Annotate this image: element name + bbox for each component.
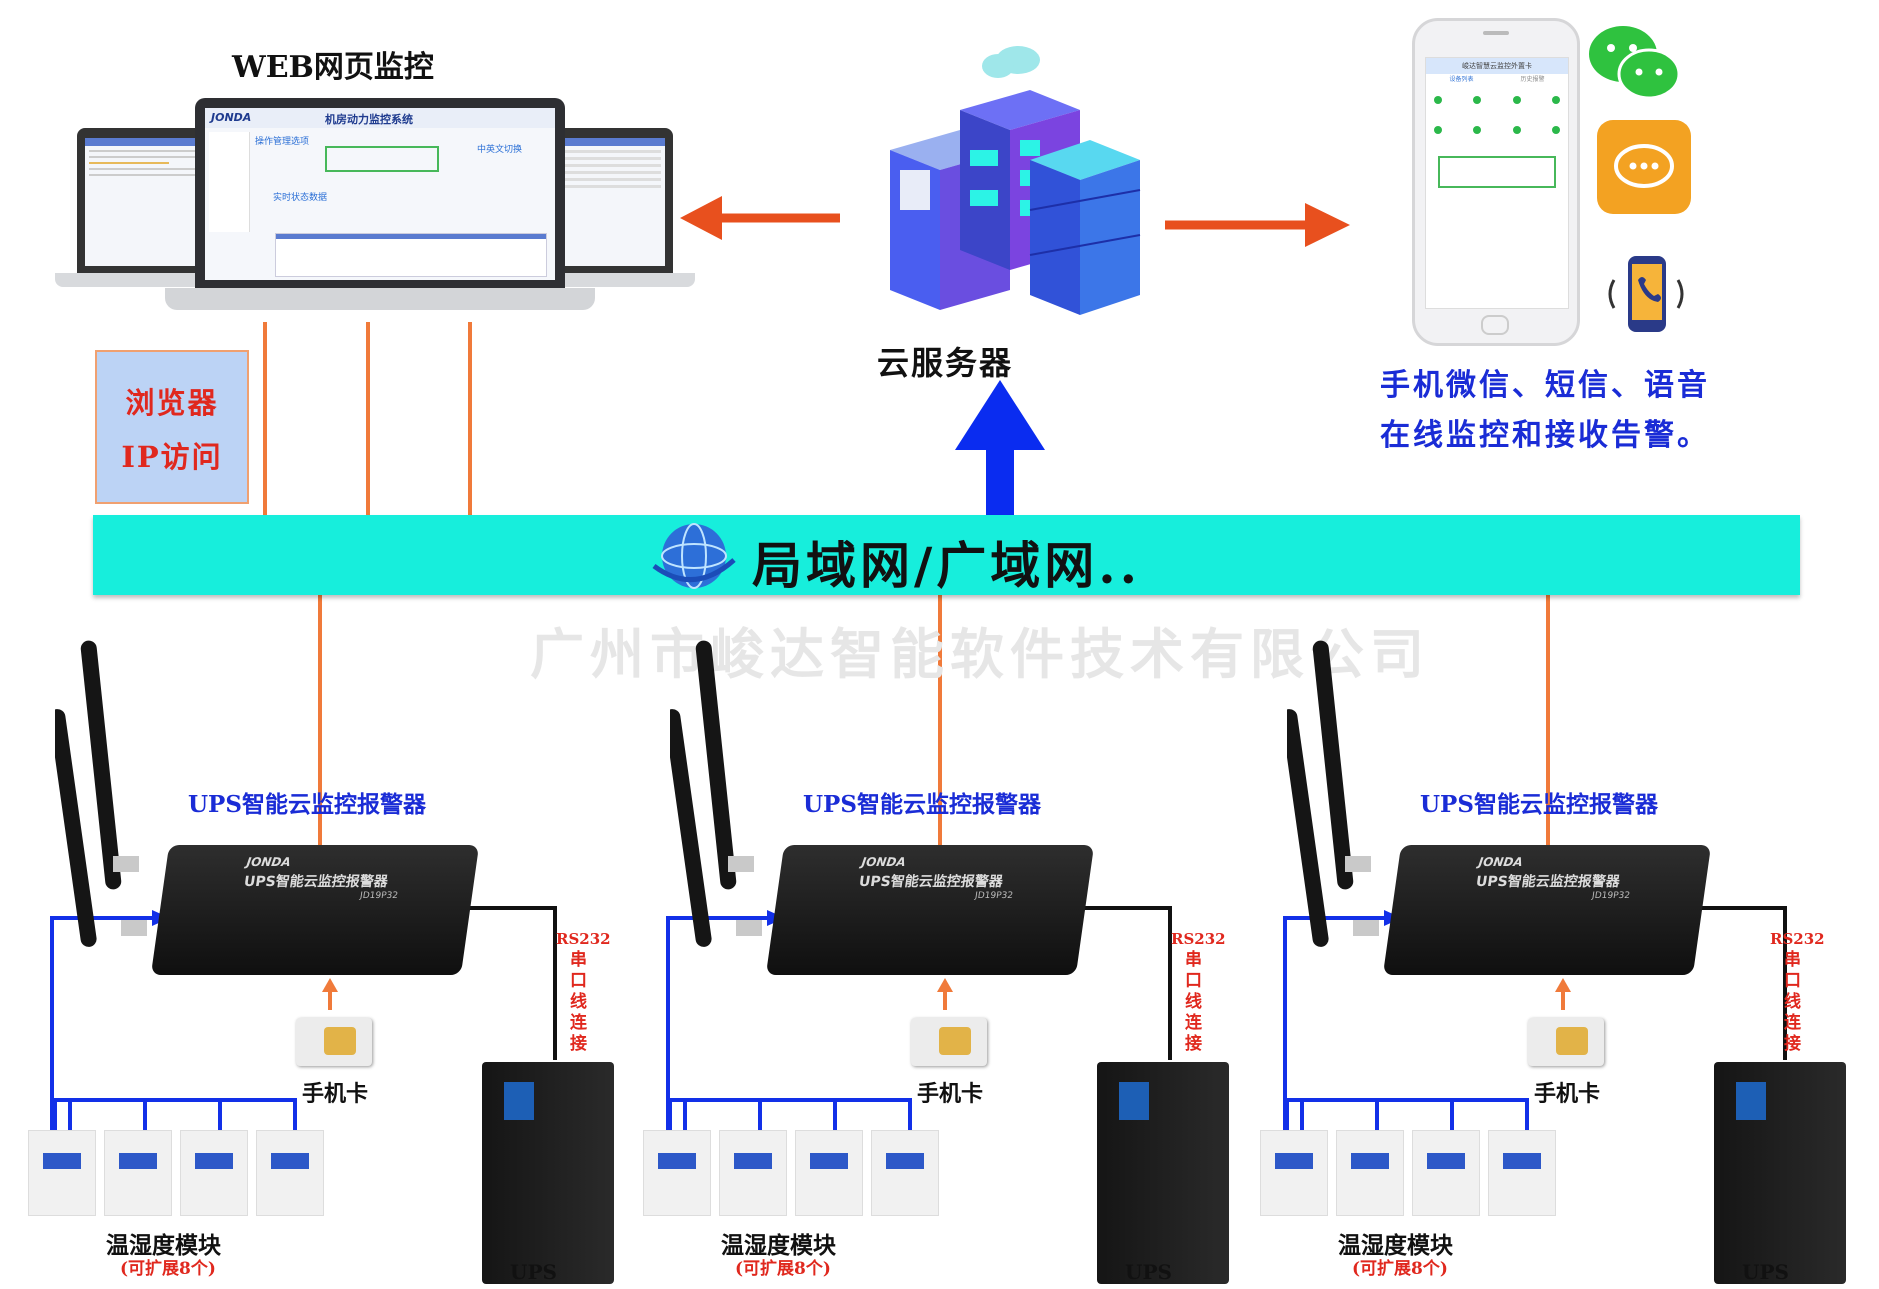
watermark: 广州市峻达智能软件技术有限公司 <box>530 622 1430 686</box>
sensor-module <box>1260 1130 1328 1216</box>
sensor-module <box>871 1130 939 1216</box>
phone-app-title: 峻达智慧云监控外置卡 <box>1426 58 1568 74</box>
screen-brand: JONDA <box>211 111 252 124</box>
rs232-serial-label: 串口线连接 <box>1185 950 1202 1054</box>
sensor-modules <box>1260 1130 1560 1216</box>
mobile-line1: 手机微信、短信、语音 <box>1380 368 1710 403</box>
unit-3: UPS智能云监控报警器 JONDA UPS智能云监控报警器 JD19P32 RS… <box>1232 630 1852 1289</box>
network-bar <box>93 515 1800 595</box>
phone-screen: 峻达智慧云监控外置卡 设备列表 历史报警 <box>1425 57 1569 309</box>
unit-2: UPS智能云监控报警器 JONDA UPS智能云监控报警器 JD19P32 RS… <box>615 630 1235 1289</box>
rs232-serial-label: 串口线连接 <box>1784 950 1801 1054</box>
sim-label: 手机卡 <box>302 1081 369 1107</box>
note-realtime: 实时状态数据 <box>273 193 328 203</box>
voice-call-icon <box>1608 256 1684 332</box>
sim-card-icon <box>296 1018 372 1066</box>
sensor-module <box>180 1130 248 1216</box>
unit-wiring-2 <box>666 906 1172 1130</box>
phone: 峻达智慧云监控外置卡 设备列表 历史报警 <box>1412 18 1580 346</box>
sensor-module <box>28 1130 96 1216</box>
sim-label: 手机卡 <box>1534 1081 1601 1107</box>
device-brand: JONDA <box>245 855 292 869</box>
phone-tab-history[interactable]: 历史报警 <box>1520 76 1545 83</box>
sensor-label: 温湿度模块 <box>721 1232 836 1259</box>
web-monitor-title: WEB网页监控 <box>232 50 434 85</box>
mobile-line2: 在线监控和接收告警。 <box>1380 418 1710 453</box>
device-model: JD19P32 <box>359 891 399 901</box>
screen-flow-diagram <box>325 146 439 172</box>
device-model: JD19P32 <box>1591 891 1631 901</box>
sensor-module <box>1488 1130 1556 1216</box>
browser-line1: 浏览器 <box>125 386 219 420</box>
wechat-icon <box>1589 26 1681 100</box>
sim-label: 手机卡 <box>917 1081 984 1107</box>
sensor-module <box>1336 1130 1404 1216</box>
device-model: JD19P32 <box>974 891 1014 901</box>
sensor-note: (可扩展8个) <box>120 1259 216 1279</box>
rs232-label: RS232 <box>556 930 611 948</box>
sms-icon <box>1597 120 1691 214</box>
sensor-note: (可扩展8个) <box>735 1259 831 1279</box>
cloud-server-icon <box>890 46 1141 315</box>
monitor-device: JONDA UPS智能云监控报警器 JD19P32 <box>150 845 480 975</box>
browser-ip-box: 浏览器 IP访问 <box>95 350 249 504</box>
antenna-icon <box>1287 640 1379 947</box>
unit-title: UPS智能云监控报警器 <box>1420 791 1658 818</box>
ups-label: UPS <box>510 1260 557 1284</box>
unit-wiring-1 <box>50 906 557 1130</box>
sensor-module <box>256 1130 324 1216</box>
rs232-label: RS232 <box>1770 930 1825 948</box>
sensor-module <box>719 1130 787 1216</box>
phone-tab-devices[interactable]: 设备列表 <box>1449 76 1474 83</box>
device-name: UPS智能云监控报警器 <box>242 874 389 890</box>
sim-card-icon <box>911 1018 987 1066</box>
note-lang: 中英文切换 <box>477 145 523 155</box>
antenna-icon <box>55 640 147 947</box>
device-name: UPS智能云监控报警器 <box>857 874 1004 890</box>
ups-device <box>1714 1062 1846 1284</box>
ups-label: UPS <box>1742 1260 1789 1284</box>
screen-system-title: 机房动力监控系统 <box>325 113 413 126</box>
monitor-device: JONDA UPS智能云监控报警器 JD19P32 <box>1382 845 1712 975</box>
note-ops: 操作管理选项 <box>255 137 310 147</box>
globe-icon <box>652 523 736 589</box>
device-brand: JONDA <box>860 855 907 869</box>
sensor-module <box>1412 1130 1480 1216</box>
laptop-main-base <box>165 288 595 310</box>
sensor-module <box>795 1130 863 1216</box>
network-label: 局域网/广域网.. <box>752 536 1142 595</box>
sensor-label: 温湿度模块 <box>106 1232 221 1259</box>
laptop-group: JONDA 机房动力监控系统 操作管理选项 实时状态数据 中英文切换 <box>55 90 695 322</box>
ups-device <box>482 1062 614 1284</box>
unit-title: UPS智能云监控报警器 <box>803 791 1041 818</box>
sensor-modules <box>643 1130 943 1216</box>
sensor-module <box>104 1130 172 1216</box>
sensor-note: (可扩展8个) <box>1352 1259 1448 1279</box>
ups-label: UPS <box>1125 1260 1172 1284</box>
rs232-label: RS232 <box>1171 930 1226 948</box>
laptop-main-screen: JONDA 机房动力监控系统 操作管理选项 实时状态数据 中英文切换 <box>205 108 555 280</box>
unit-1: UPS智能云监控报警器 JONDA UPS智能云监控报警器 JD19P32 RS… <box>0 630 620 1289</box>
laptop-main: JONDA 机房动力监控系统 操作管理选项 实时状态数据 中英文切换 <box>195 98 565 288</box>
antenna-icon <box>670 640 762 947</box>
cloud-server-label: 云服务器 <box>877 344 1014 382</box>
device-brand: JONDA <box>1477 855 1524 869</box>
rs232-serial-label: 串口线连接 <box>570 950 587 1054</box>
screen-sidebar <box>209 132 250 232</box>
screen-table <box>275 233 547 277</box>
ups-device <box>1097 1062 1229 1284</box>
sensor-modules <box>28 1130 328 1216</box>
unit-wiring-3 <box>1283 906 1787 1130</box>
unit-title: UPS智能云监控报警器 <box>188 791 426 818</box>
monitor-device: JONDA UPS智能云监控报警器 JD19P32 <box>765 845 1095 975</box>
browser-line2: IP访问 <box>121 440 223 474</box>
sim-card-icon <box>1528 1018 1604 1066</box>
device-name: UPS智能云监控报警器 <box>1474 874 1621 890</box>
sensor-module <box>643 1130 711 1216</box>
sensor-label: 温湿度模块 <box>1338 1232 1453 1259</box>
